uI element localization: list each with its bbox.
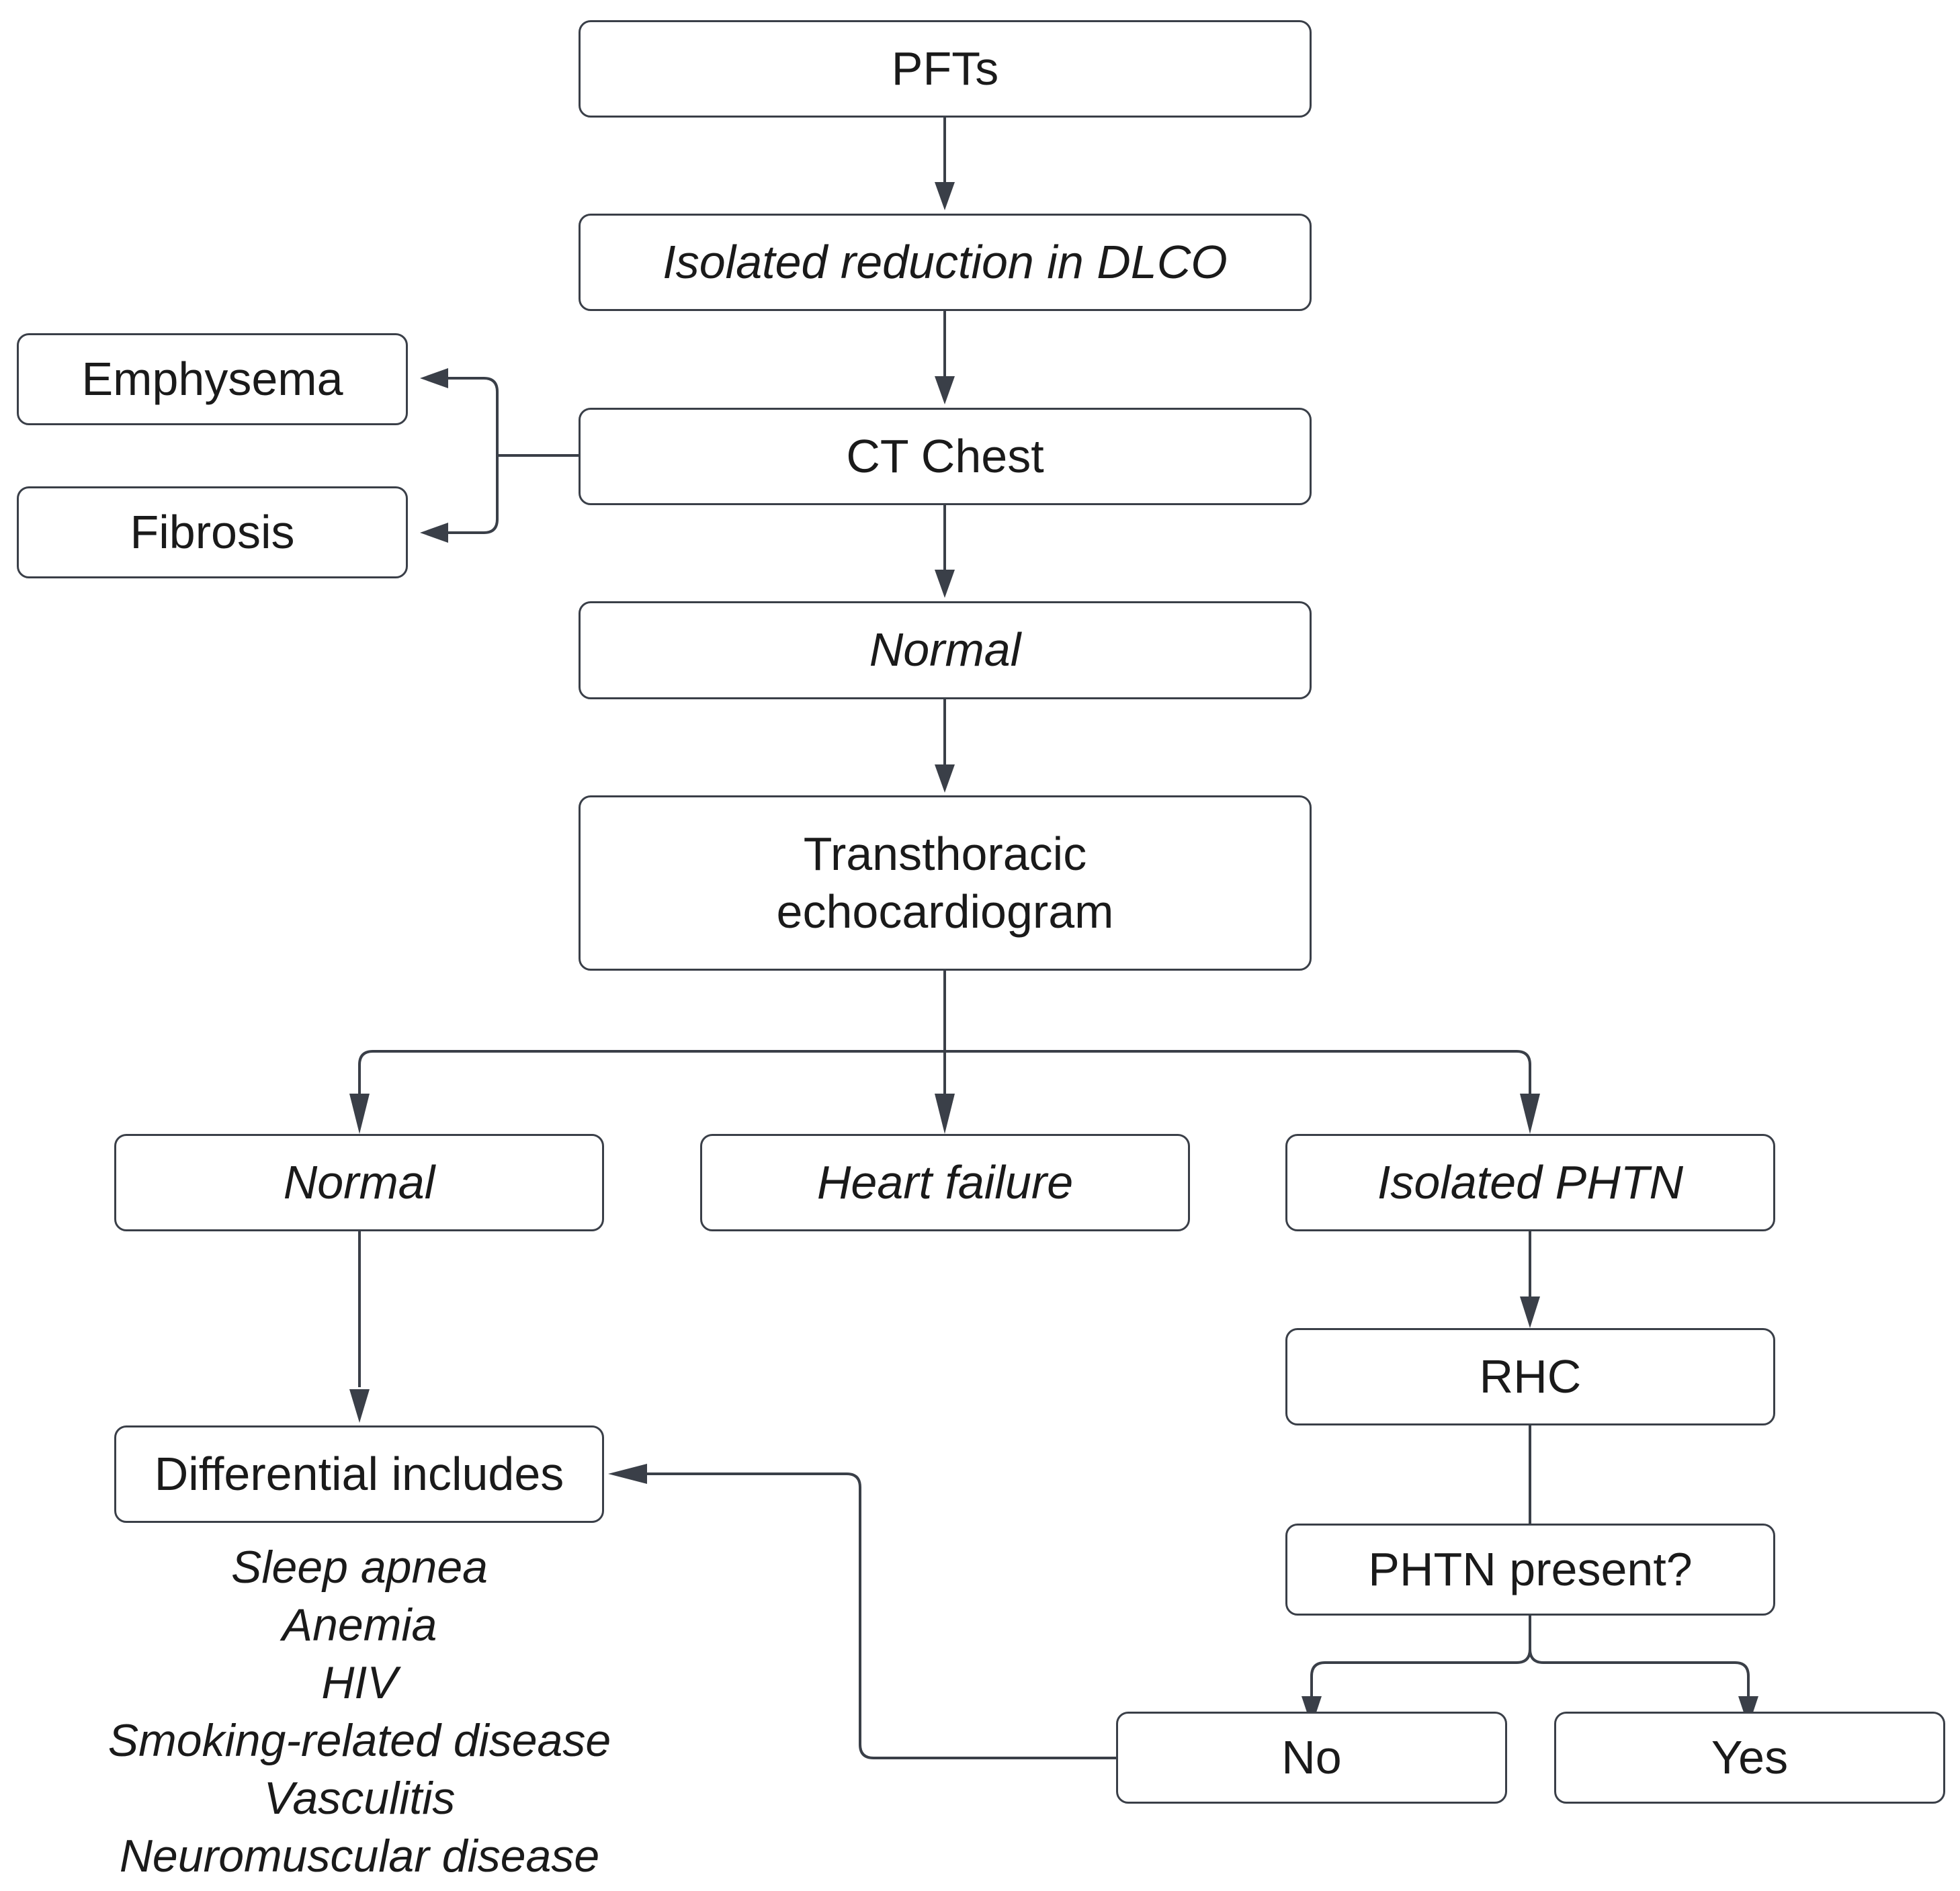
differential-item: Vasculitis	[263, 1773, 456, 1824]
isolated-phtn-label: Isolated PHTN	[1377, 1155, 1684, 1208]
emphysema-label: Emphysema	[81, 352, 343, 405]
arrow-tte-to-normal	[358, 1050, 945, 1098]
arrowhead-no	[1302, 1696, 1322, 1726]
fibrosis-node: Fibrosis	[17, 486, 408, 578]
arrowhead-differential	[349, 1389, 370, 1423]
differential-item: Sleep apnea	[231, 1542, 488, 1593]
no-node: No	[1116, 1712, 1507, 1804]
echocardiogram-label: Transthoracic echocardiogram	[776, 828, 1114, 938]
arrowhead-heart-failure	[935, 1094, 955, 1134]
arrow-tte-to-isolated-phtn	[945, 1050, 1531, 1098]
arrow-question-to-no	[1310, 1648, 1531, 1700]
arrowhead-ct	[935, 376, 955, 404]
arrowhead-fibrosis	[420, 523, 448, 543]
phtn-present-node: PHTN present?	[1285, 1524, 1775, 1616]
pfts-node: PFTs	[579, 20, 1312, 118]
arrowhead-isolated-phtn	[1520, 1094, 1540, 1134]
differential-item: HIV	[321, 1657, 398, 1708]
yes-node: Yes	[1554, 1712, 1945, 1804]
arrowhead-yes	[1738, 1696, 1758, 1726]
normal-ct-node: Normal	[579, 601, 1312, 699]
arrowhead-rhc	[1520, 1296, 1540, 1328]
arrow-ct-to-fibrosis	[443, 455, 499, 534]
arrowhead-tte	[935, 764, 955, 793]
arrow-ct-to-emphysema	[443, 377, 499, 455]
arrow-no-to-differential	[644, 1472, 1116, 1759]
arrowhead-dlco	[935, 182, 955, 210]
yes-label: Yes	[1711, 1730, 1789, 1784]
normal-echo-node: Normal	[114, 1134, 604, 1231]
arrowhead-normal-ct	[935, 570, 955, 598]
arrowhead-no-to-differential	[608, 1464, 647, 1484]
pfts-label: PFTs	[891, 42, 999, 95]
isolated-phtn-node: Isolated PHTN	[1285, 1134, 1775, 1231]
dlco-node: Isolated reduction in DLCO	[579, 214, 1312, 311]
rhc-label: RHC	[1479, 1350, 1582, 1403]
arrowhead-normal-echo	[349, 1094, 370, 1134]
ct-chest-node: CT Chest	[579, 408, 1312, 505]
echocardiogram-node: Transthoracic echocardiogram	[579, 795, 1312, 971]
rhc-node: RHC	[1285, 1328, 1775, 1425]
heart-failure-label: Heart failure	[816, 1155, 1074, 1208]
fibrosis-label: Fibrosis	[130, 505, 295, 558]
normal-ct-label: Normal	[869, 623, 1021, 676]
differential-item: Neuromuscular disease	[119, 1831, 600, 1882]
arrowhead-emphysema	[420, 368, 448, 388]
no-label: No	[1281, 1730, 1342, 1784]
dlco-label: Isolated reduction in DLCO	[663, 235, 1228, 288]
normal-echo-label: Normal	[283, 1155, 435, 1208]
heart-failure-node: Heart failure	[700, 1134, 1190, 1231]
differential-list: Sleep apnea Anemia HIV Smoking-related d…	[60, 1538, 658, 1885]
differential-node: Differential includes	[114, 1425, 604, 1523]
differential-label: Differential includes	[154, 1447, 564, 1500]
differential-item: Anemia	[282, 1599, 437, 1651]
differential-item: Smoking-related disease	[108, 1715, 611, 1766]
emphysema-node: Emphysema	[17, 333, 408, 425]
ct-chest-label: CT Chest	[846, 429, 1044, 482]
arrow-question-to-yes	[1529, 1648, 1750, 1700]
phtn-present-label: PHTN present?	[1368, 1542, 1693, 1595]
